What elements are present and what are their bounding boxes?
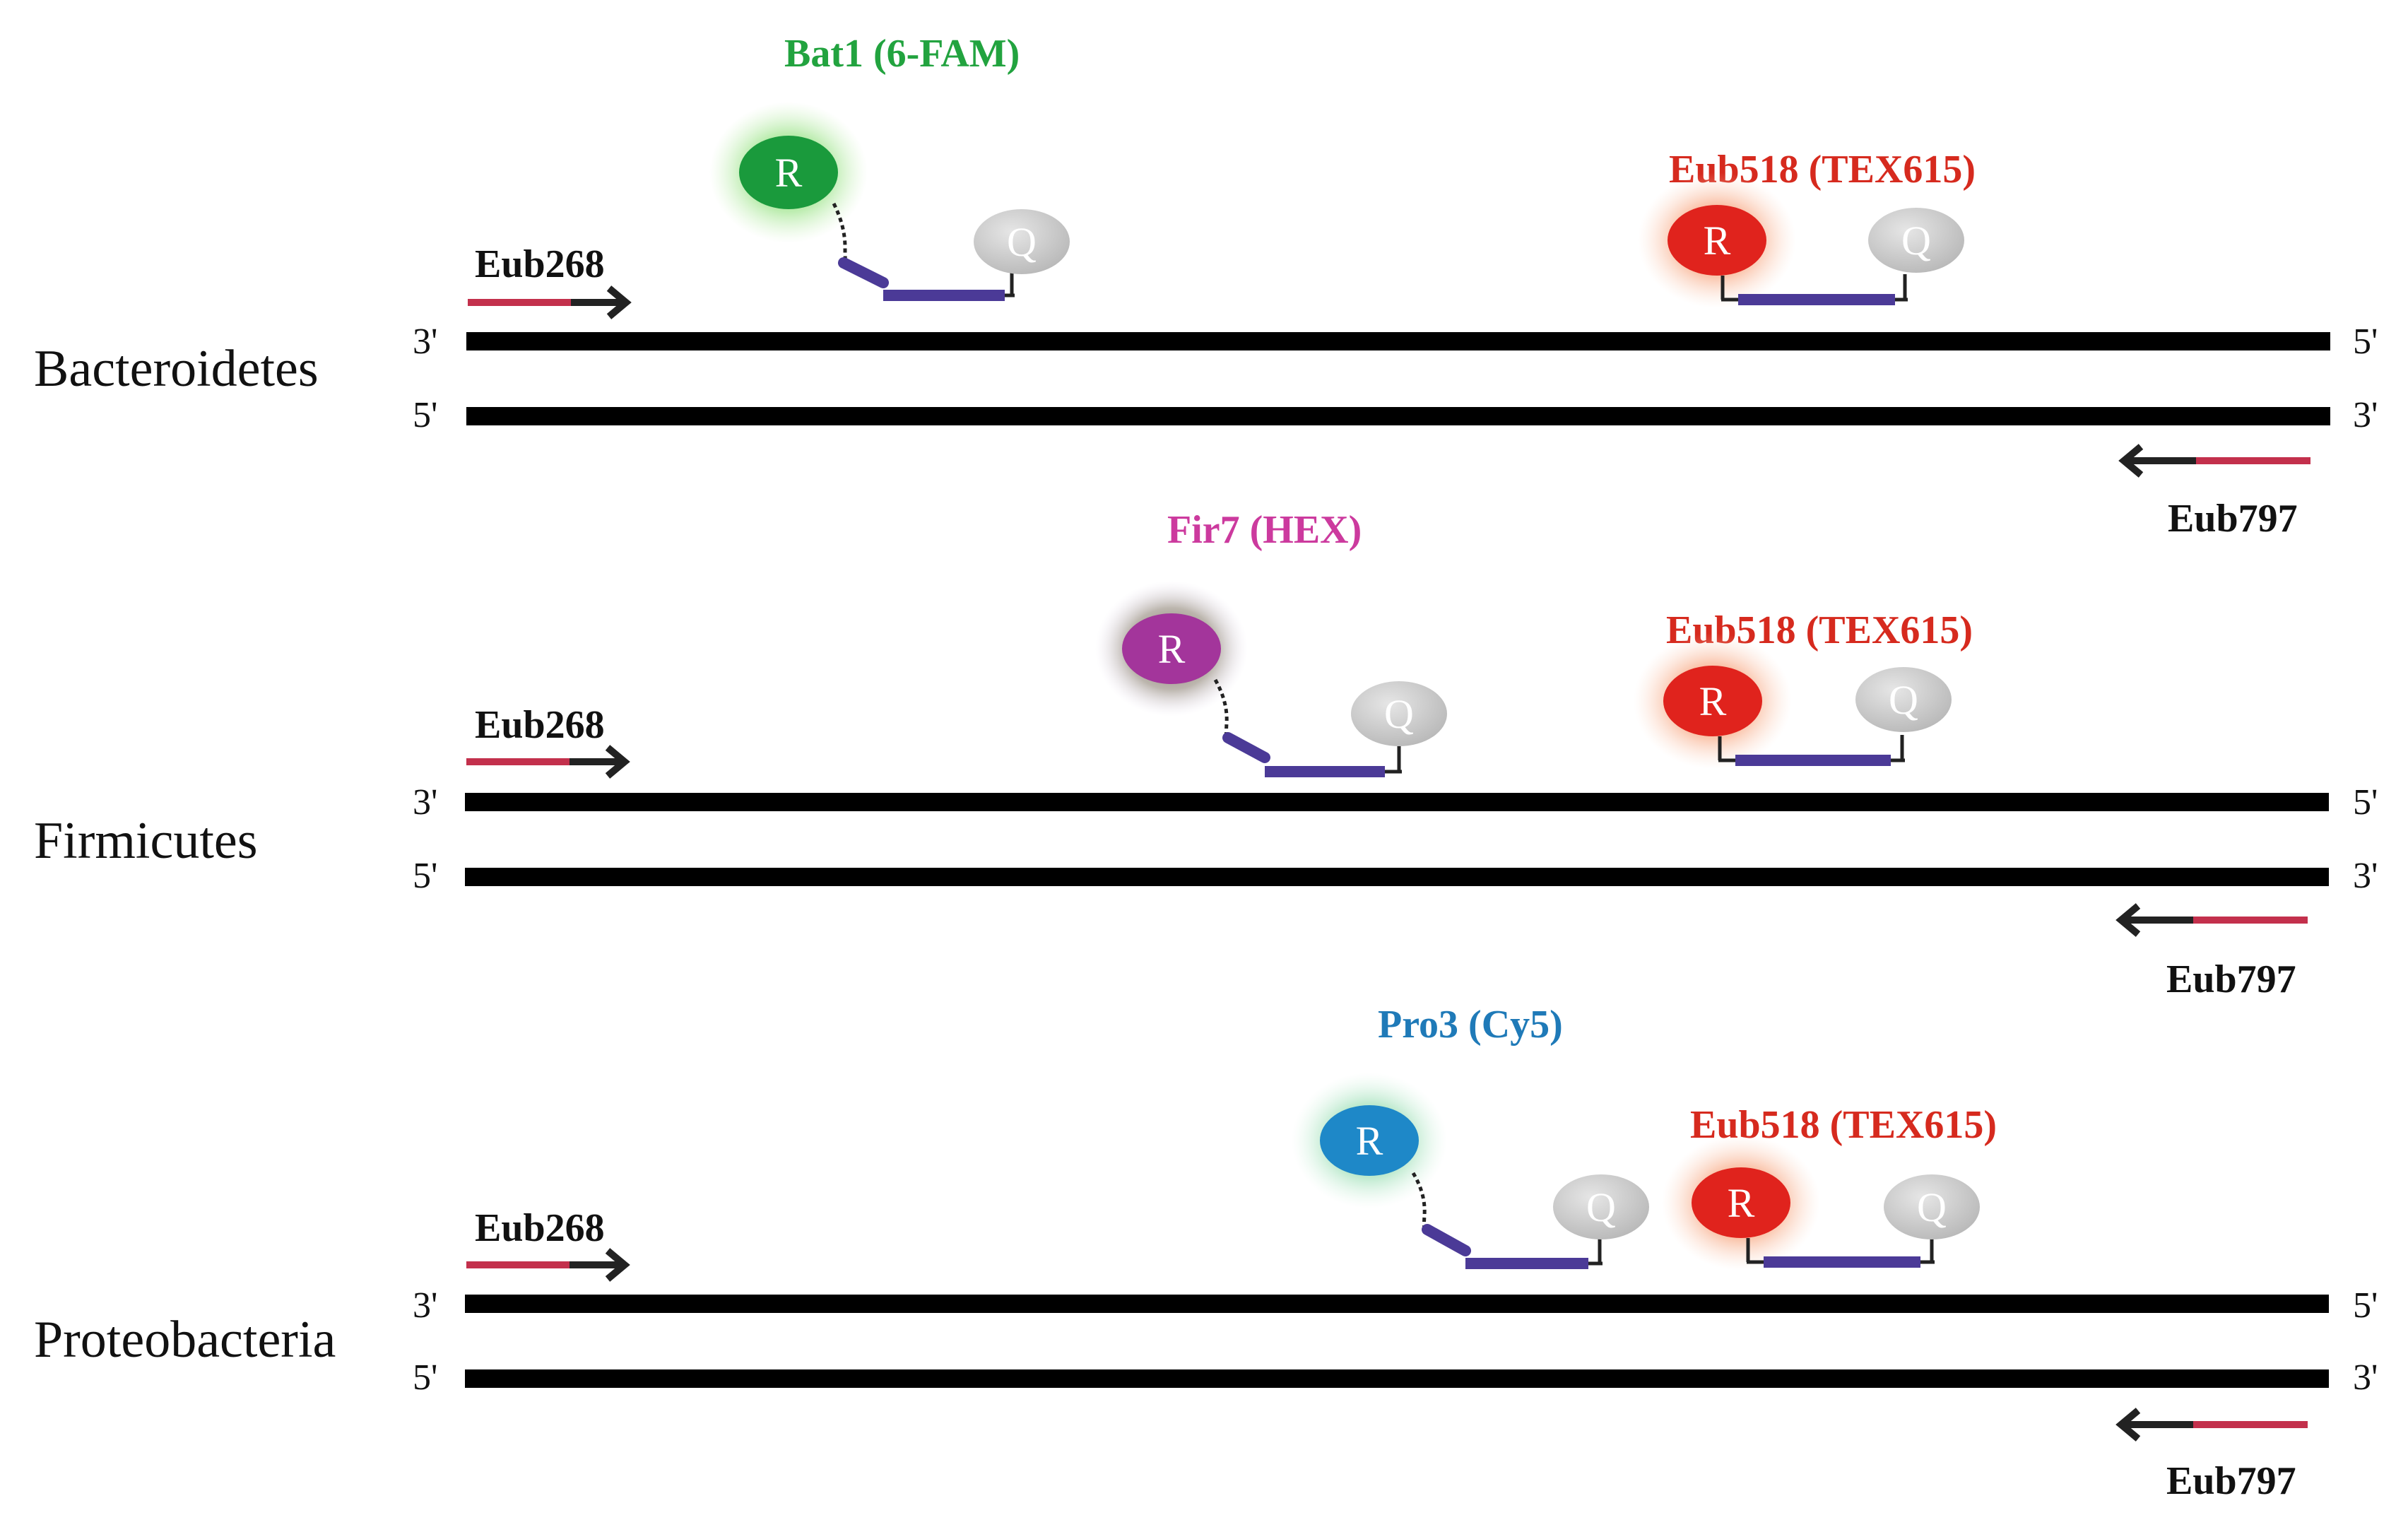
forward-primer-label: Eub268: [475, 242, 605, 286]
reverse-primer-arrow: [2115, 903, 2308, 937]
dna-strand-top: [465, 1295, 2329, 1313]
strand-end-label: 5': [413, 1357, 437, 1398]
reverse-primer-arrow: [2118, 444, 2310, 478]
specific-probe-label: Fir7 (HEX): [1167, 508, 1362, 552]
specific-probe: R Q: [1292, 1073, 1649, 1269]
strand-end-label: 3': [413, 1285, 437, 1326]
quencher-letter: Q: [1007, 219, 1037, 265]
panel-firmicutes: Firmicutes Eub268 3' 5' 5' 3' Eub797 Fir…: [34, 508, 2378, 1001]
quencher: [1553, 1174, 1649, 1239]
reporter-dye: [1122, 613, 1221, 684]
quencher: [1868, 208, 1964, 273]
forward-primer-arrow: [468, 285, 632, 319]
quencher-letter: Q: [1901, 218, 1931, 264]
forward-primer-arrow: [466, 1248, 630, 1282]
reporter-letter: R: [1158, 626, 1186, 672]
strand-end-label: 5': [413, 856, 437, 896]
quencher-letter: Q: [1586, 1184, 1616, 1230]
dna-strand-bottom: [465, 868, 2329, 886]
dna-strand-bottom: [465, 1369, 2329, 1388]
strand-end-label: 5': [2353, 782, 2378, 823]
reporter-letter: R: [1728, 1180, 1755, 1226]
strand-end-label: 3': [413, 782, 437, 823]
strand-end-label: 5': [413, 395, 437, 435]
panel-bacteroidetes: Bacteroidetes Eub268 3' 5' 5' 3' Eub797 …: [34, 32, 2378, 541]
probe-body: [1265, 766, 1385, 777]
strand-end-label: 3': [2353, 856, 2378, 896]
quencher-letter: Q: [1917, 1184, 1947, 1230]
specific-probe-label: Bat1 (6-FAM): [784, 32, 1020, 76]
reverse-primer-arrow: [2115, 1408, 2308, 1442]
forward-primer-label: Eub268: [475, 1206, 605, 1250]
probe-body: [1735, 755, 1891, 766]
reverse-primer-label: Eub797: [2166, 958, 2296, 1001]
universal-probe: R Q: [1662, 1135, 1980, 1271]
dna-strand-top: [465, 793, 2329, 811]
universal-probe: R Q: [1634, 633, 1952, 769]
reporter-letter: R: [1699, 678, 1727, 724]
universal-probe: R Q: [1638, 172, 1964, 308]
dna-strand-bottom: [466, 407, 2330, 425]
reporter-dye: [1692, 1167, 1790, 1238]
quencher: [1855, 667, 1952, 732]
strand-end-label: 3': [413, 322, 437, 362]
probe-body: [1465, 1258, 1588, 1269]
strand-end-label: 5': [2353, 322, 2378, 362]
specific-probe-label: Pro3 (Cy5): [1378, 1003, 1563, 1047]
strand-end-label: 3': [2353, 395, 2378, 435]
probe-body: [1764, 1256, 1920, 1268]
probe-body: [883, 290, 1005, 301]
forward-primer-label: Eub268: [475, 703, 605, 747]
dna-strand-top: [466, 332, 2330, 350]
quencher: [1884, 1174, 1980, 1239]
reporter-letter: R: [775, 150, 803, 196]
strand-end-label: 3': [2353, 1357, 2378, 1398]
specific-probe: R Q: [1095, 581, 1447, 777]
reverse-primer-label: Eub797: [2168, 497, 2298, 541]
taxon-label: Firmicutes: [34, 812, 258, 870]
taxon-label: Bacteroidetes: [34, 340, 319, 398]
quencher-letter: Q: [1889, 677, 1918, 723]
strand-end-label: 5': [2353, 1285, 2378, 1326]
probe-body: [1738, 294, 1895, 305]
quencher: [974, 209, 1070, 274]
reporter-dye: [739, 136, 838, 209]
panel-proteobacteria: Proteobacteria Eub268 3' 5' 5' 3' Eub797…: [34, 1003, 2378, 1503]
reporter-dye: [1668, 205, 1766, 276]
taxon-label: Proteobacteria: [34, 1311, 336, 1369]
reporter-letter: R: [1356, 1118, 1383, 1164]
quencher-letter: Q: [1384, 691, 1414, 737]
reporter-dye: [1320, 1105, 1419, 1176]
reporter-dye: [1663, 666, 1762, 736]
specific-probe: R Q: [709, 102, 1070, 301]
quencher: [1351, 681, 1447, 746]
reporter-letter: R: [1704, 218, 1731, 264]
reverse-primer-label: Eub797: [2166, 1459, 2296, 1503]
forward-primer-arrow: [466, 745, 630, 779]
